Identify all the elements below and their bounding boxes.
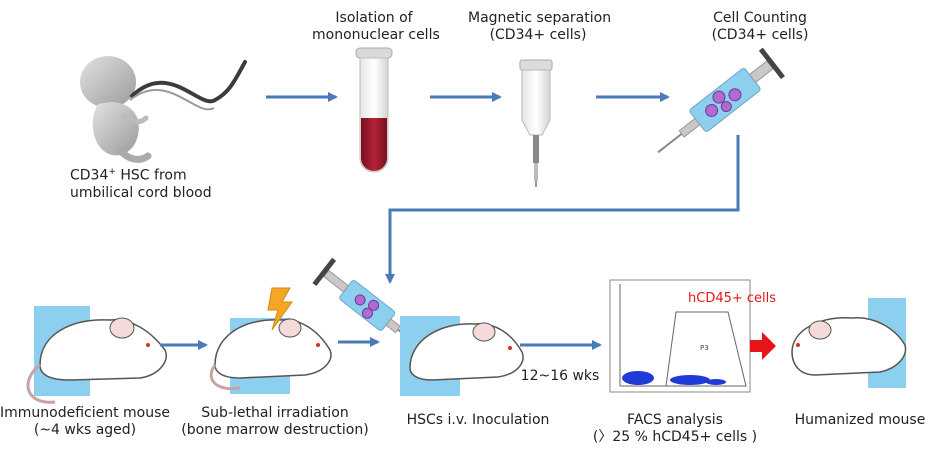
mouse-icon <box>400 316 524 396</box>
mouse-icon <box>791 298 907 388</box>
facs-gate-label: P3 <box>700 344 709 352</box>
step-irradiation-label: Sub-lethal irradiation(bone marrow destr… <box>181 405 369 438</box>
mouse-icon <box>209 318 332 394</box>
step-facs-label: FACS analysis(〉25 % hCD45+ cells ) <box>592 412 758 445</box>
step-inoculation-label: HSCs i.v. Inoculation <box>406 412 550 428</box>
step-magnetic-label: Magnetic separation(CD34+ cells) <box>468 10 612 43</box>
lightning-icon <box>267 287 293 331</box>
facs-plot-label: hCD45+ cells <box>688 291 777 306</box>
source-label: CD34+ HSC from umbilical cord blood <box>70 167 212 201</box>
interval-label: 12~16 wks <box>520 368 600 384</box>
syringe-icon <box>657 47 785 154</box>
step-humanized-label: Humanized mouse <box>794 412 926 428</box>
step-counting-label: Cell Counting(CD34+ cells) <box>711 10 809 43</box>
connector-arrow <box>385 135 740 284</box>
fetus-icon <box>80 56 247 163</box>
facs-plot-icon <box>609 279 751 393</box>
separation-column-icon <box>519 59 553 187</box>
syringe-icon <box>312 257 410 339</box>
mouse-icon <box>26 306 167 404</box>
test-tube-icon <box>355 47 393 173</box>
step-mouse-label: Immunodeficient mouse(~4 wks aged) <box>0 405 171 438</box>
red-arrow-icon <box>750 332 776 360</box>
